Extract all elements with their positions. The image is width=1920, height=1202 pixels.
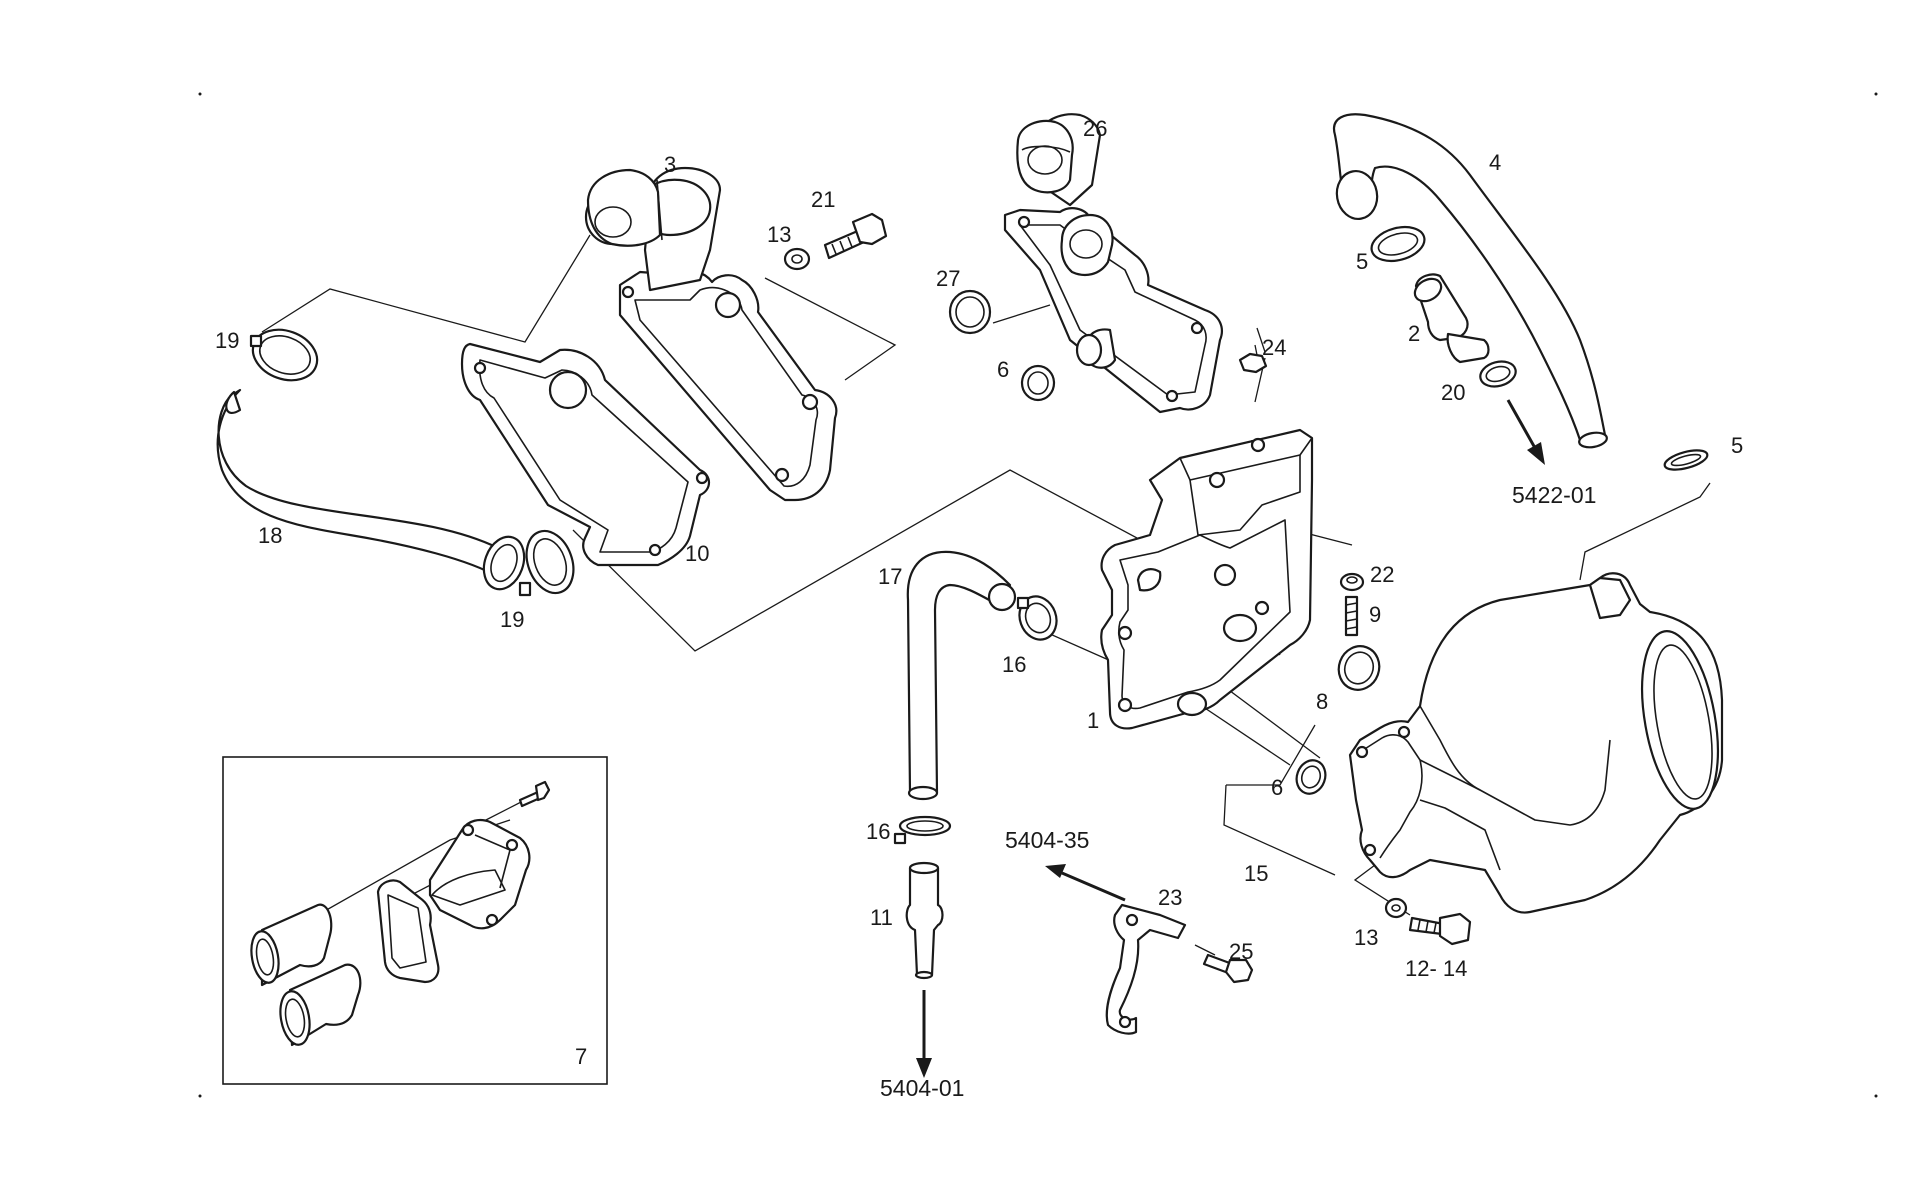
hose-clamp-19-top [249,328,319,382]
reference-5404-01: 5404-01 [880,1075,964,1101]
callout-16-bottom: 16 [866,819,890,844]
hose-clamp-16-bottom [893,815,952,845]
callout-19-bottom: 19 [500,607,524,632]
o-ring-27 [948,289,992,335]
callout-25: 25 [1229,939,1253,964]
callout-27: 27 [936,266,960,291]
arrow-to-5404-35 [1045,864,1126,902]
callout-9: 9 [1369,602,1381,627]
o-ring-20 [1479,360,1517,388]
housing-26 [1003,113,1223,414]
nut-24 [1238,352,1268,374]
callout-13-top: 13 [767,222,791,247]
housing-3 [584,166,838,502]
hose-clamp-5-bottom [1663,449,1709,471]
reference-5422-01: 5422-01 [1512,482,1596,508]
hose-clamp-5-top [1370,225,1426,263]
arrow-to-5422-01 [1506,399,1545,465]
callout-16-top: 16 [1002,652,1026,677]
callout-21: 21 [811,187,835,212]
o-ring-6-top [1020,364,1056,402]
callout-24: 24 [1262,335,1286,360]
callout-12-14: 12- 14 [1405,956,1467,981]
o-ring-6-bottom [1295,759,1327,795]
gasket-10 [460,342,711,567]
bolt-21 [823,212,888,260]
callout-7: 7 [575,1044,587,1069]
fitting-11 [905,861,944,980]
callout-5-top: 5 [1356,249,1368,274]
bracket-1 [1100,428,1314,730]
hose-clamp-19-bottom [518,529,575,597]
callout-23: 23 [1158,885,1182,910]
corner-mark [1874,92,1878,96]
corner-mark [198,1094,202,1098]
bracket-23 [1105,903,1187,1035]
callout-6-bottom: 6 [1271,775,1283,800]
callout-2: 2 [1408,321,1420,346]
corner-mark [198,92,202,96]
separator-15 [1348,572,1724,914]
callout-1: 1 [1087,708,1099,733]
nut-22 [1339,572,1365,592]
callout-18: 18 [258,523,282,548]
inset-kit-7 [250,780,551,1047]
callout-19-top: 19 [215,328,239,353]
callout-labels: 1 2 3 4 5 5 6 6 7 8 9 10 11 12- 14 13 13… [215,116,1743,1069]
callout-15: 15 [1244,861,1268,886]
bolt-25 [1202,953,1254,984]
callout-17: 17 [878,564,902,589]
callout-4: 4 [1489,150,1501,175]
inset-box-7 [222,756,608,1085]
callout-22: 22 [1370,562,1394,587]
callout-20: 20 [1441,380,1465,405]
corner-mark [1874,1094,1878,1098]
reference-5404-35: 5404-35 [1005,827,1089,853]
stud-9 [1344,595,1359,637]
fitting-2 [1413,273,1490,364]
washer-13-top [783,247,811,271]
reference-labels: 5422-01 5404-35 5404-01 [880,482,1596,1101]
washer-13-bottom [1384,897,1408,919]
hose-4 [1332,113,1608,449]
hose-17 [906,550,1017,801]
callout-11: 11 [870,905,893,930]
o-ring-8 [1337,645,1381,691]
arrow-to-5404-01 [916,990,932,1078]
callout-5-bottom: 5 [1731,433,1743,458]
callout-3: 3 [664,152,676,177]
bolt-12-14 [1408,912,1472,946]
hose-18 [216,388,526,591]
callout-8: 8 [1316,689,1328,714]
hose-clamp-16-top [1016,595,1058,641]
callout-10: 10 [685,541,709,566]
callout-26: 26 [1083,116,1107,141]
callout-6-top: 6 [997,357,1009,382]
callout-13-bottom: 13 [1354,925,1378,950]
